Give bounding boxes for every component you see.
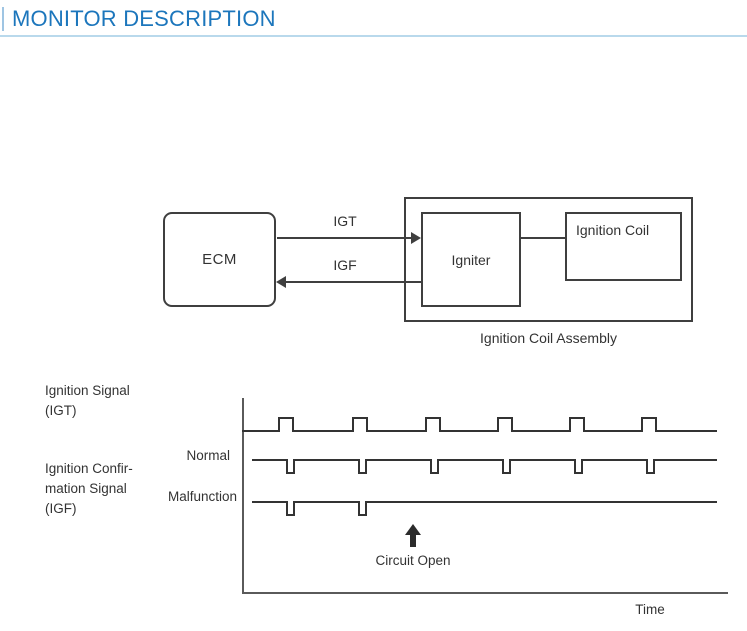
normal-waveform-label: Normal <box>186 448 230 463</box>
ignition-coil-label: Ignition Coil <box>576 222 650 238</box>
assembly-caption: Ignition Coil Assembly <box>480 330 617 346</box>
igt-row-label-line1: Ignition Signal <box>45 383 130 398</box>
igniter-to-coil-connector-line <box>521 237 567 239</box>
circuit-open-label: Circuit Open <box>375 553 451 568</box>
malfunction-waveform-label: Malfunction <box>167 489 237 504</box>
page-edge-accent-bar <box>2 7 4 31</box>
igf-arrowhead-icon <box>276 276 286 288</box>
ecm-label: ECM <box>202 251 237 268</box>
igf-signal-label: IGF <box>333 257 357 273</box>
page-title: MONITOR DESCRIPTION <box>12 6 276 31</box>
igt-row-label-line2: (IGT) <box>45 403 77 418</box>
ecm-box: ECM <box>163 212 276 307</box>
ignition-coil-box: Ignition Coil <box>565 212 682 281</box>
chart-y-axis-line <box>242 398 244 594</box>
igf-row-label-line2: mation Signal <box>45 481 127 496</box>
igt-waveform <box>242 417 717 432</box>
igf-row-label-line3: (IGF) <box>45 501 77 516</box>
igf-malfunction-waveform <box>252 501 717 516</box>
igf-row-label-line1: Ignition Confir- <box>45 461 133 476</box>
igt-arrowhead-icon <box>411 232 421 244</box>
igf-arrow-line <box>286 281 421 283</box>
igt-arrow-line <box>277 237 413 239</box>
time-axis-label: Time <box>635 602 665 617</box>
igf-normal-waveform <box>252 459 717 474</box>
circuit-open-arrow-shaft <box>410 535 416 547</box>
igniter-box: Igniter <box>421 212 521 307</box>
circuit-open-arrow-icon <box>405 524 421 535</box>
chart-x-axis-line <box>242 592 728 594</box>
title-underline-rule <box>0 35 747 37</box>
igniter-label: Igniter <box>451 251 491 268</box>
igt-signal-label: IGT <box>333 213 357 229</box>
